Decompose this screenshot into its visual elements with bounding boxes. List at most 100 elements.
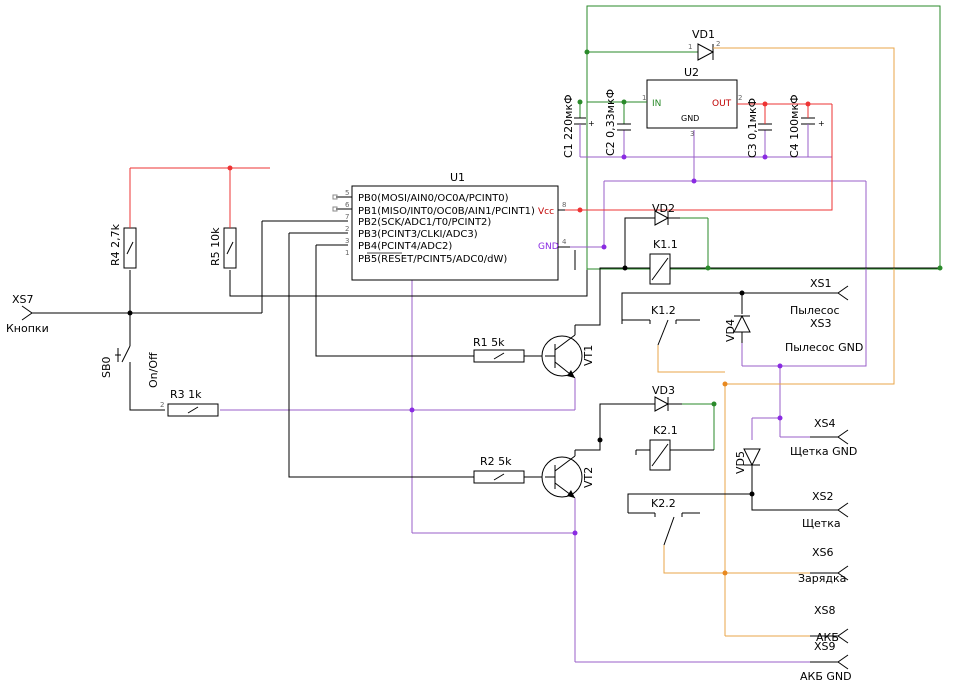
xs8-connector: XS8 АКБ — [810, 604, 849, 644]
output-wires — [657, 47, 895, 637]
u1-pin-pb0: PB0(MOSI/AIN0/OC0A/PCINT0) — [358, 193, 509, 204]
svg-text:1: 1 — [345, 249, 349, 257]
k22-contact: K2.2 — [645, 497, 700, 546]
vd1-diode: VD1 1 2 — [688, 28, 720, 61]
r1-resistor: R1 5k — [473, 336, 545, 363]
vd2-ref: VD2 — [652, 202, 675, 215]
signal-wires — [55, 217, 940, 514]
vd4-diode: VD4 — [724, 306, 751, 343]
c4-ref: C4 100мкФ — [788, 94, 801, 158]
xs7-connector: XS7 Кнопки — [6, 293, 55, 335]
vd1-ref: VD1 — [692, 28, 715, 41]
svg-text:7: 7 — [345, 213, 349, 221]
r5-ref: R5 10k — [209, 227, 222, 266]
u1-pin-pb5: PB5(RESET/PCINT5/ADC0/dW) — [358, 254, 507, 265]
r4-resistor: R4 2,7k — [109, 223, 137, 269]
vt1-transistor: VT1 — [541, 325, 595, 380]
xs7-ref: XS7 — [12, 293, 34, 306]
svg-text:3: 3 — [345, 237, 349, 245]
u1-pin-pb4: PB4(PCINT4/ADC2) — [358, 241, 452, 252]
vd2-diode: VD2 — [640, 202, 680, 226]
c1-ref: C1 220мкФ — [562, 94, 575, 158]
vt1-ref: VT1 — [582, 345, 595, 366]
k12-contact: K1.2 — [640, 304, 690, 346]
svg-text:+: + — [818, 119, 825, 128]
vt2-transistor: VT2 — [541, 450, 595, 500]
xs6-connector: XS6 Зарядка — [798, 546, 849, 585]
xs1-ref: XS1 — [810, 277, 832, 290]
svg-text:3: 3 — [690, 130, 694, 138]
xs4-label: Щетка GND — [790, 445, 857, 458]
u1-pin-pb2: PB2(SCK/ADC1/T0/PCINT2) — [358, 217, 491, 228]
c4-capacitor: + C4 100мкФ — [788, 94, 825, 158]
svg-text:2: 2 — [716, 40, 720, 48]
svg-text:4: 4 — [562, 238, 567, 246]
xs7-label: Кнопки — [6, 322, 49, 335]
u1-gnd: GND — [538, 242, 559, 252]
r3-ref: R3 1k — [170, 388, 202, 401]
xs9-label: АКБ GND — [800, 670, 852, 683]
vt2-ref: VT2 — [582, 467, 595, 488]
k22-ref: K2.2 — [651, 497, 676, 510]
positive-wires — [129, 103, 833, 225]
sb0-ref: SB0 — [100, 356, 113, 378]
xs4-ref: XS4 — [814, 417, 836, 430]
svg-text:1: 1 — [688, 43, 692, 51]
xs9-ref: XS9 — [814, 640, 836, 653]
u2-out: OUT — [712, 99, 732, 109]
xs8-ref: XS8 — [814, 604, 836, 617]
svg-text:2: 2 — [738, 94, 742, 102]
xs8-label: АКБ — [816, 631, 839, 644]
vd4-ref: VD4 — [724, 319, 737, 342]
xs3-label: Пылесос GND — [785, 341, 863, 354]
u2-regulator: U2 IN GND OUT 1 2 3 — [642, 66, 742, 138]
xs9-connector: XS9 АКБ GND — [800, 640, 852, 683]
svg-text:6: 6 — [345, 201, 350, 209]
svg-text:2: 2 — [345, 225, 349, 233]
r2-resistor: R2 5k — [473, 455, 545, 484]
c1-capacitor: + C1 220мкФ — [562, 94, 595, 158]
c2-capacitor: C2 0,33мкФ — [604, 89, 631, 156]
u1-pin-pb1: PB1(MISO/INT0/OC0B/AIN1/PCINT1) — [358, 206, 535, 217]
c3-capacitor: C3 0,1мкФ — [746, 98, 772, 158]
vd3-diode: VD3 — [640, 384, 682, 412]
svg-text:+: + — [588, 119, 595, 128]
r3-resistor: R3 1k 2 — [160, 388, 219, 417]
k21-ref: K2.1 — [653, 424, 678, 437]
u1-pin-pb3: PB3(PCINT3/CLKI/ADC3) — [358, 229, 478, 240]
xs6-label: Зарядка — [798, 572, 846, 585]
svg-text:1: 1 — [642, 94, 646, 102]
xs6-ref: XS6 — [812, 546, 834, 559]
power-wires — [586, 5, 941, 450]
k11-ref: K1.1 — [653, 238, 678, 251]
svg-text:2: 2 — [160, 401, 164, 409]
xs2-ref: XS2 — [812, 490, 834, 503]
k11-coil: K1.1 — [640, 238, 690, 285]
sb0-note: On/Off — [147, 352, 160, 388]
r5-resistor: R5 10k — [209, 225, 237, 269]
vd5-diode: VD5 — [734, 448, 761, 474]
c3-ref: C3 0,1мкФ — [746, 98, 759, 158]
u1-mcu: U1 PB0(MOSI/AIN0/OC0A/PCINT0) PB1(MISO/I… — [332, 171, 570, 281]
r2-ref: R2 5k — [480, 455, 512, 468]
xs1-label: Пылесос — [790, 304, 840, 317]
u1-ref: U1 — [450, 171, 465, 184]
xs4-connector: XS4 Щетка GND — [790, 417, 857, 458]
junctions — [127, 49, 943, 576]
xs3-ref: XS3 — [810, 317, 832, 330]
svg-text:8: 8 — [562, 201, 566, 209]
c2-ref: C2 0,33мкФ — [604, 89, 617, 156]
xs2-connector: XS2 Щетка — [802, 490, 849, 530]
r4-ref: R4 2,7k — [109, 223, 122, 266]
k12-ref: K1.2 — [651, 304, 676, 317]
vd5-ref: VD5 — [734, 451, 747, 474]
xs1-connector: XS1 Пылесос — [790, 277, 849, 317]
vd3-ref: VD3 — [652, 384, 675, 397]
u1-vcc: Vcc — [538, 207, 554, 217]
u2-in: IN — [652, 99, 661, 109]
sb0-switch: SB0 On/Off — [100, 330, 160, 388]
u2-ref: U2 — [684, 66, 699, 79]
k21-coil: K2.1 — [635, 424, 690, 471]
u2-gnd: GND — [681, 114, 699, 123]
